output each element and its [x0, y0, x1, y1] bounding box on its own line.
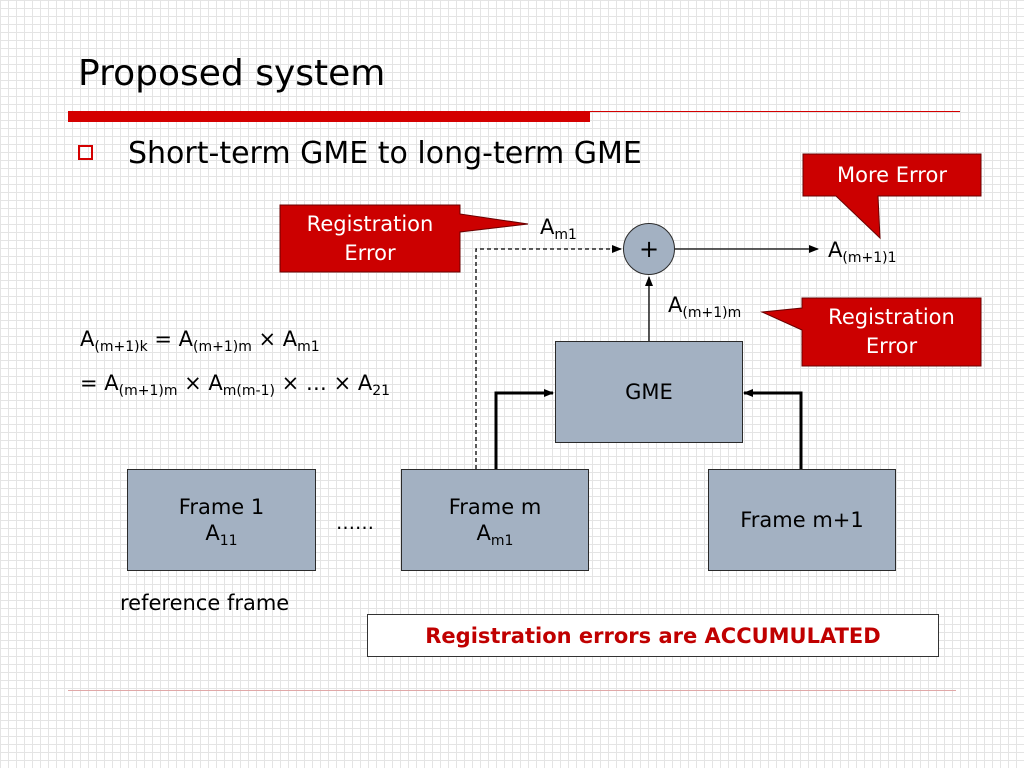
- frame-name: Frame 1: [178, 495, 265, 519]
- callout-registration-error-left-shape: [279, 204, 529, 273]
- formula-subscript: 21: [372, 383, 391, 399]
- callout-line: Registration: [306, 211, 434, 236]
- callout-more-error-shape: [802, 153, 982, 240]
- callout-registration-error-left: Registration Error: [280, 205, 460, 272]
- frame-1-box: Frame 1 A11: [127, 469, 316, 571]
- frame-name: Frame m: [448, 495, 542, 519]
- accumulated-note: Registration errors are ACCUMULATED: [367, 614, 939, 657]
- gme-box: GME: [555, 341, 743, 443]
- frame-var: Am1: [476, 520, 514, 549]
- gme-label: GME: [625, 380, 673, 404]
- formula-text: = A: [80, 371, 119, 395]
- formula-subscript: (m+1)m: [193, 339, 252, 355]
- callout-more-error: More Error: [803, 154, 981, 196]
- label-sub: (m+1)1: [842, 250, 897, 266]
- callout-line: Error: [865, 334, 918, 358]
- formula-subscript: (m+1)k: [94, 339, 148, 355]
- plus-symbol: +: [638, 235, 660, 263]
- sum-node: +: [623, 223, 675, 275]
- label-a-m1: Am1: [540, 214, 577, 243]
- frame-var-letter: A: [476, 521, 491, 545]
- title-underline-thick: [68, 111, 590, 122]
- formula-subscript: m(m-1): [222, 383, 275, 399]
- slide-title: Proposed system: [78, 53, 386, 94]
- formula-subscript: (m+1)m: [118, 383, 178, 399]
- frame-var-sub: 11: [219, 533, 238, 549]
- label-var: A: [540, 215, 555, 239]
- arrow-framem-to-gme: [494, 389, 554, 469]
- formula-text: × … × A: [274, 371, 373, 395]
- callout-registration-error-right: Registration Error: [802, 298, 981, 366]
- arrow-framem1-to-gme: [743, 389, 803, 469]
- square-bullet-icon: [78, 145, 93, 160]
- callout-line: More Error: [837, 162, 947, 187]
- label-a-output: A(m+1)1: [828, 237, 897, 266]
- callout-line: Error: [344, 240, 396, 265]
- formula-text: × A: [177, 371, 223, 395]
- formula-text: = A: [147, 327, 193, 351]
- frame-var: A11: [205, 520, 238, 549]
- frame-m1-box: Frame m+1: [708, 469, 896, 571]
- label-a-gme: A(m+1)m: [668, 292, 742, 321]
- bullet-text: Short-term GME to long-term GME: [128, 136, 642, 171]
- formula-text: A: [80, 327, 95, 351]
- callout-registration-error-right-shape: [760, 297, 982, 367]
- frame-name: Frame m+1: [740, 508, 864, 532]
- ellipsis-label: ……: [336, 512, 374, 534]
- frame-var-sub: m1: [490, 533, 514, 549]
- dashed-connector-am1: [475, 245, 622, 469]
- reference-frame-label: reference frame: [120, 591, 290, 615]
- label-sub: (m+1)m: [682, 305, 742, 321]
- formula-subscript: m1: [297, 339, 320, 355]
- footer-rule: [68, 690, 956, 691]
- frame-var-letter: A: [205, 521, 220, 545]
- label-var: A: [828, 238, 843, 262]
- formula-text: × A: [251, 327, 298, 351]
- title-underline-thin: [590, 111, 960, 112]
- frame-m-box: Frame m Am1: [401, 469, 589, 571]
- callout-line: Registration: [828, 305, 955, 329]
- label-var: A: [668, 293, 683, 317]
- label-sub: m1: [554, 227, 577, 243]
- formula-line-1: A(m+1)k = A(m+1)m × Am1: [80, 326, 320, 355]
- formula-line-2: = A(m+1)m × Am(m-1) × … × A21: [80, 370, 391, 399]
